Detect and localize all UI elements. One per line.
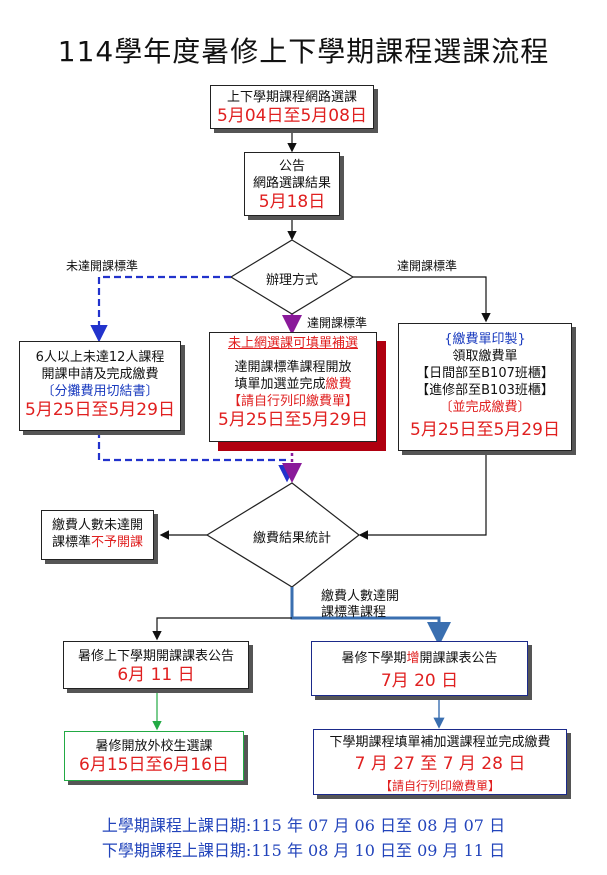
- decision2-down-label-1: 繳費人數達開: [321, 589, 400, 604]
- right-box-line1: {繳費單印製}: [444, 332, 526, 347]
- mid-box-line1: 達開課標準課程開放: [234, 360, 352, 375]
- page-title: 114學年度暑修上下學期課程選課流程: [57, 35, 550, 68]
- decision2-label: 繳費結果統計: [252, 531, 331, 546]
- final-line1: 下學期課程填單補加選課程並完成繳費: [329, 735, 551, 750]
- decision1-left-label: 未達開課標準: [66, 259, 139, 273]
- decision1-right-label: 達開課標準: [397, 259, 458, 273]
- left-box-line2: 開課申請及完成繳費: [41, 367, 159, 382]
- left-box-line3: 〔分攤費用切結書〕: [41, 384, 159, 399]
- decision2-down-label-2: 課標準課程: [321, 605, 387, 620]
- summer-date: 6月 11 日: [117, 665, 195, 685]
- no-class-line2a: 課標準: [51, 535, 91, 550]
- final-supplement-box: 下學期課程填單補加選課程並完成繳費 7 月 27 至 7 月 28 日 【請自行…: [313, 729, 567, 795]
- left-box-date: 5月25日至5月29日: [25, 400, 175, 420]
- arrow-decision1-right: [353, 276, 491, 323]
- right-box-date: 5月25日至5月29日: [410, 420, 560, 440]
- second-date: 7月 20 日: [380, 671, 459, 691]
- right-payment-box: {繳費單印製} 領取繳費單 【日間部至B107班櫃】 【進修部至B103班櫃】 …: [398, 323, 572, 451]
- outside-date: 6月15日至6月16日: [79, 755, 229, 775]
- mid-box-header: 未上網選課可填單補選: [227, 336, 358, 351]
- mid-box-line3: 【請自行列印繳費單】: [227, 394, 358, 409]
- second-semester-schedule-box: 暑修下學期增開課課表公告 7月 20 日: [311, 641, 528, 696]
- arrow-decision2-summer: [152, 617, 292, 641]
- arrow-decision1-left: [90, 275, 231, 343]
- decision1-down-label: 達開課標準: [307, 316, 368, 330]
- final-date: 7 月 27 至 7 月 28 日: [354, 754, 526, 774]
- step2-label-1: 公告: [278, 159, 305, 174]
- no-class-box: 繳費人數未達開 課標準不予開課: [41, 510, 154, 560]
- right-box-line4: 【進修部至B103班櫃】: [416, 383, 554, 398]
- mid-box-line2b: 繳費: [325, 377, 352, 392]
- second-line1a: 暑修下學期: [341, 651, 407, 666]
- second-line1c: 開課課表公告: [419, 651, 498, 666]
- decision1-label: 辦理方式: [265, 273, 318, 288]
- right-box-line5: 〔並完成繳費〕: [439, 400, 531, 415]
- no-class-line2: 課標準不予開課: [42, 534, 153, 551]
- step2-date: 5月18日: [258, 192, 326, 212]
- right-box-line2: 領取繳費單: [452, 349, 518, 364]
- arrow-decision2-second: [290, 587, 451, 646]
- no-class-line1: 繳費人數未達開: [51, 518, 143, 533]
- final-line3: 【請自行列印繳費單】: [379, 779, 500, 793]
- mid-supplement-box: 未上網選課可填單補選 達開課標準課程開放 填單加選並完成繳費 【請自行列印繳費單…: [209, 332, 377, 442]
- step2-label-2: 網路選課結果: [252, 176, 331, 191]
- step1-online-selection-box: 上下學期課程網路選課 5月04日至5月08日: [210, 85, 374, 129]
- outside-students-box: 暑修開放外校生選課 6月15日至6月16日: [64, 731, 244, 781]
- step2-announcement-box: 公告 網路選課結果 5月18日: [244, 152, 340, 216]
- mid-box-date: 5月25日至5月29日: [218, 410, 368, 430]
- outside-line1: 暑修開放外校生選課: [95, 739, 213, 754]
- footer-first-semester: 上學期課程上課日期:115 年 07 月 06 日至 08 月 07 日: [101, 816, 506, 835]
- step1-date: 5月04日至5月08日: [217, 106, 367, 126]
- footer-second-semester: 下學期課程上課日期:115 年 08 月 10 日至 09 月 11 日: [101, 841, 506, 860]
- no-class-line2b: 不予開課: [91, 535, 144, 550]
- left-box-line1: 6人以上未達12人課程: [35, 350, 165, 365]
- left-partial-class-box: 6人以上未達12人課程 開課申請及完成繳費 〔分攤費用切結書〕 5月25日至5月…: [19, 341, 181, 431]
- mid-box-line2a: 填單加選並完成: [234, 377, 326, 392]
- right-box-line3: 【日間部至B107班櫃】: [416, 366, 554, 381]
- mid-box-line2: 填單加選並完成繳費: [210, 376, 376, 393]
- second-line1b: 增: [406, 651, 420, 666]
- summer-schedule-box: 暑修上下學期開課課表公告 6月 11 日: [63, 641, 249, 689]
- arrow-right-decision2: [358, 451, 487, 540]
- summer-line1: 暑修上下學期開課課表公告: [77, 649, 234, 664]
- step1-label: 上下學期課程網路選課: [226, 90, 357, 105]
- second-line1: 暑修下學期增開課課表公告: [312, 650, 527, 667]
